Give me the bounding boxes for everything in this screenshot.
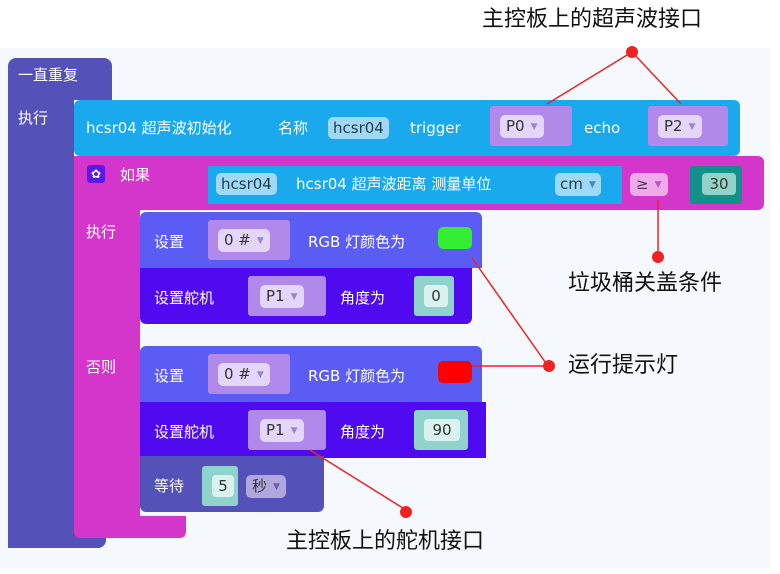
chevron-down-icon: ▼: [588, 180, 596, 190]
else-label: 否则: [86, 358, 117, 376]
then-color-swatch[interactable]: [438, 227, 472, 249]
else-servo-pin-dropdown[interactable]: P1 ▼: [260, 419, 304, 442]
annotation-ultrasonic-port: 主控板上的超声波接口: [482, 7, 703, 32]
else-angle-value[interactable]: 90: [424, 419, 460, 441]
forever-loop-spine: [8, 98, 74, 548]
then-rgb-color-label: RGB 灯颜色为: [308, 233, 406, 251]
operator-dropdown[interactable]: ≥▼: [630, 173, 668, 196]
chevron-down-icon: ▼: [256, 370, 264, 380]
threshold-value[interactable]: 30: [702, 173, 736, 195]
else-led-dropdown[interactable]: 0 # ▼: [218, 363, 270, 386]
gear-icon[interactable]: ✿: [87, 165, 105, 183]
else-color-swatch[interactable]: [438, 361, 472, 383]
chevron-down-icon: ▼: [688, 122, 696, 132]
init-name-label: 名称: [278, 119, 309, 137]
if-label: 如果: [120, 166, 151, 184]
then-servo-pin-dropdown[interactable]: P1 ▼: [260, 285, 304, 308]
operator-value: ≥: [636, 175, 649, 193]
else-servo-pin-value: P1: [266, 421, 285, 439]
trigger-pin-value: P0: [506, 117, 525, 135]
if-else-spine: [74, 208, 140, 520]
else-servo-label: 设置舵机: [154, 423, 215, 441]
trigger-label: trigger: [410, 119, 461, 137]
forever-loop-block[interactable]: [8, 58, 112, 100]
unit-value: cm: [560, 175, 583, 193]
else-rgb-set-label: 设置: [154, 367, 185, 385]
then-led-value: 0 #: [224, 231, 251, 249]
if-else-footer: [74, 516, 186, 538]
forever-loop-do-label: 执行: [18, 109, 49, 127]
init-block-label: hcsr04 超声波初始化: [86, 119, 232, 137]
distance-sensor-label: hcsr04 超声波距离 测量单位: [296, 175, 492, 193]
then-servo-angle-label: 角度为: [340, 289, 386, 307]
chevron-down-icon: ▼: [530, 122, 538, 132]
chevron-down-icon: ▼: [290, 426, 298, 436]
wait-unit-dropdown[interactable]: 秒▼: [246, 475, 286, 498]
then-servo-pin-value: P1: [266, 287, 285, 305]
then-label: 执行: [86, 223, 117, 241]
annotation-lid-condition: 垃圾桶关盖条件: [568, 271, 723, 296]
echo-pin-value: P2: [664, 117, 683, 135]
unit-dropdown[interactable]: cm ▼: [555, 173, 601, 196]
wait-label: 等待: [154, 477, 185, 495]
then-rgb-set-label: 设置: [154, 233, 185, 251]
distance-sensor-name-field[interactable]: hcsr04: [216, 173, 277, 195]
then-led-dropdown[interactable]: 0 # ▼: [218, 229, 270, 252]
wait-unit-value: 秒: [252, 477, 268, 495]
then-angle-value[interactable]: 0: [424, 285, 448, 307]
init-name-field[interactable]: hcsr04: [328, 117, 389, 139]
then-servo-label: 设置舵机: [154, 289, 215, 307]
else-rgb-block[interactable]: [140, 346, 482, 404]
chevron-down-icon: ▼: [654, 180, 662, 190]
distance-reading-block[interactable]: [208, 166, 622, 204]
ultrasonic-init-block[interactable]: [74, 100, 740, 156]
echo-label: echo: [584, 119, 621, 137]
forever-loop-label: 一直重复: [18, 66, 79, 84]
wait-value[interactable]: 5: [212, 475, 234, 497]
then-rgb-block[interactable]: [140, 212, 482, 268]
else-servo-angle-label: 角度为: [340, 423, 386, 441]
trigger-pin-dropdown[interactable]: P0 ▼: [500, 115, 544, 138]
else-rgb-color-label: RGB 灯颜色为: [308, 367, 406, 385]
chevron-down-icon: ▼: [256, 236, 264, 246]
annotation-servo-port: 主控板上的舵机接口: [286, 529, 485, 554]
annotation-status-light: 运行提示灯: [568, 353, 679, 378]
chevron-down-icon: ▼: [290, 292, 298, 302]
else-led-value: 0 #: [224, 365, 251, 383]
echo-pin-dropdown[interactable]: P2 ▼: [658, 115, 702, 138]
chevron-down-icon: ▼: [273, 482, 280, 492]
